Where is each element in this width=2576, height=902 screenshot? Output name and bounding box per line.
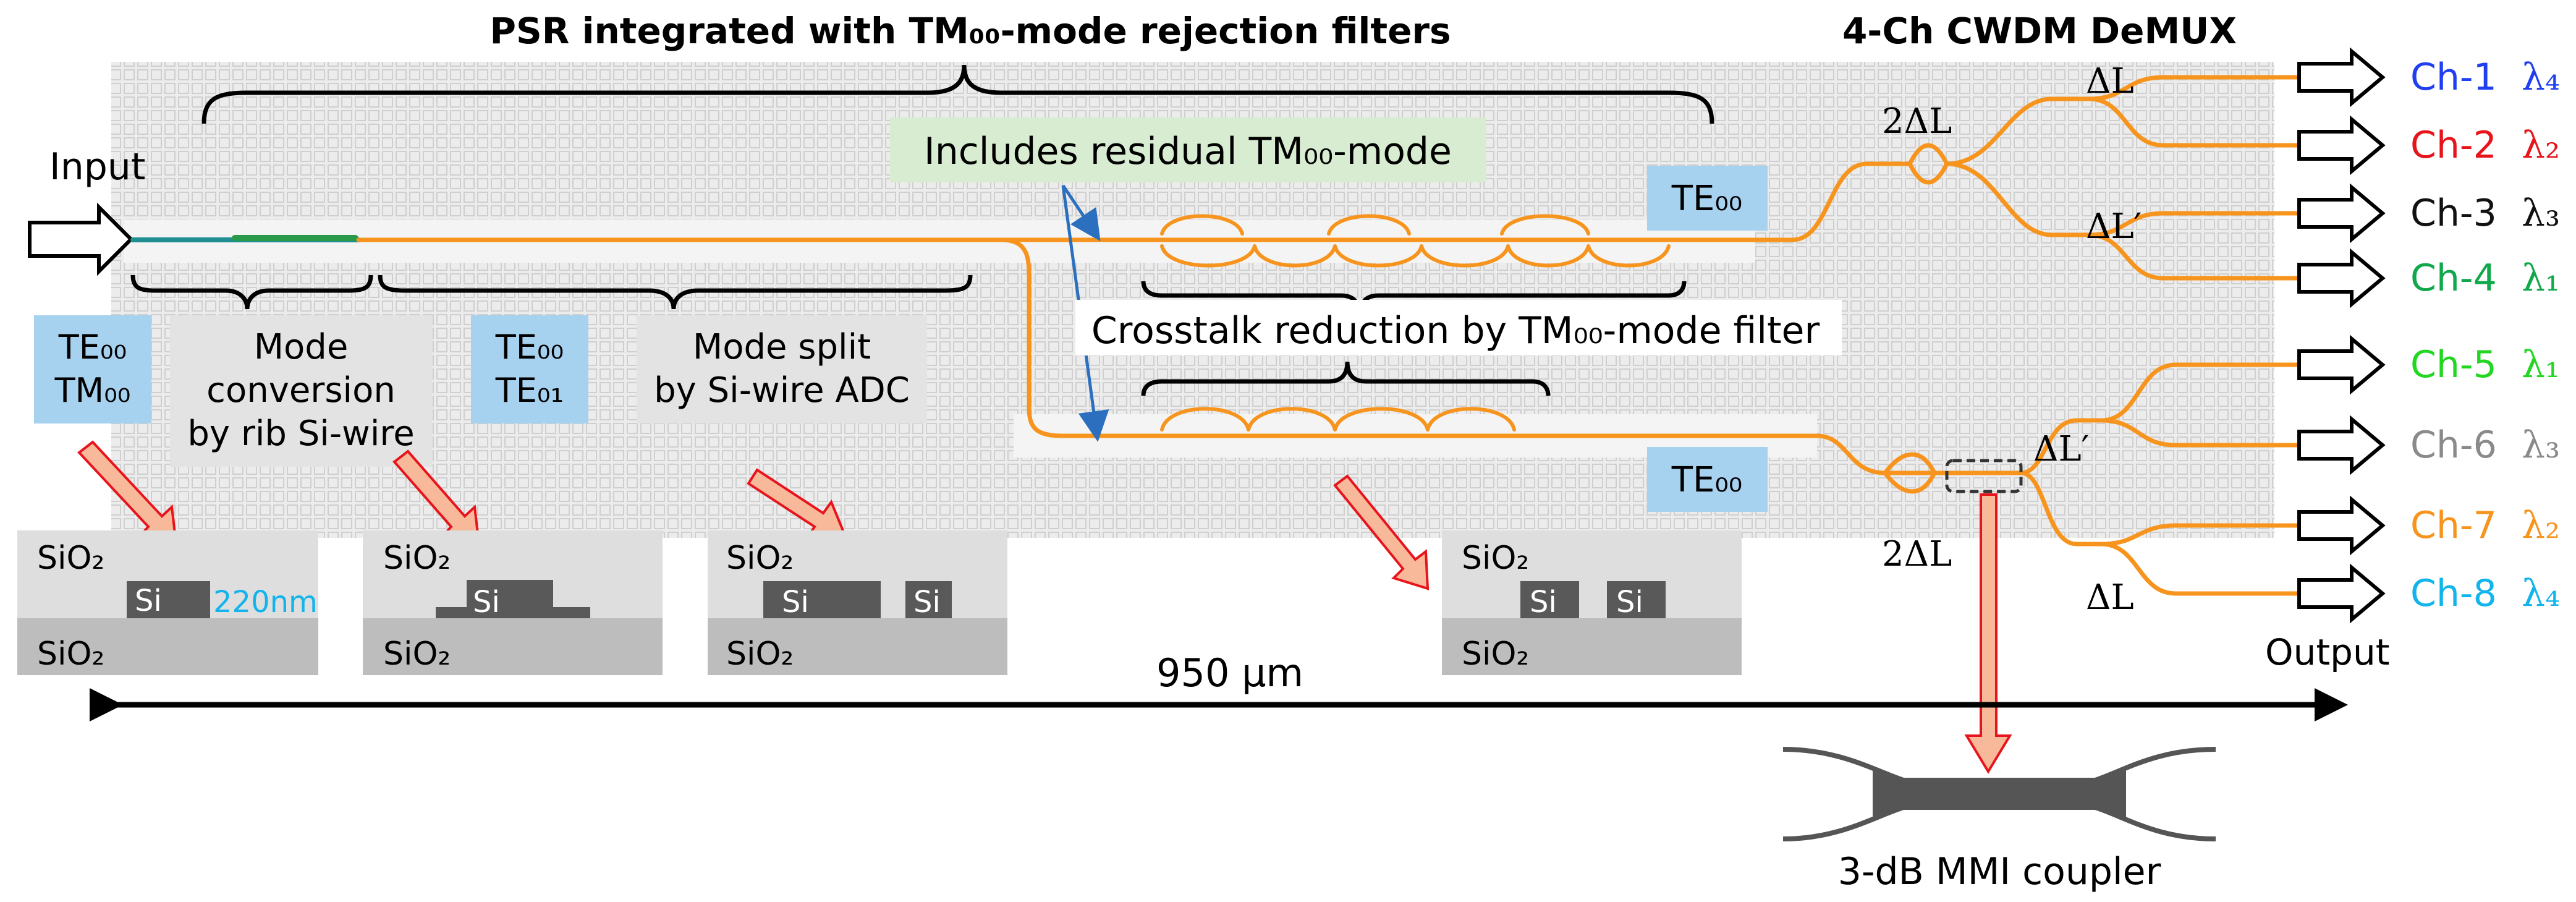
cs4-si-b: Si xyxy=(1616,585,1643,619)
mode-conversion-line1: Mode xyxy=(254,327,349,367)
mode-split-line2: by Si-wire ADC xyxy=(654,370,910,411)
output-arrow-4 xyxy=(2297,248,2386,308)
output-arrow-3 xyxy=(2297,183,2386,244)
channel-wavelength-1: λ₄ xyxy=(2522,56,2560,99)
psr-brace xyxy=(201,64,1714,124)
channel-label-6: Ch-6 xyxy=(2410,423,2497,467)
output-channels: Ch-1 λ₄ Ch-2 λ₂ Ch-3 λ₃ Ch-4 λ₁ Ch-5 λ₁ Ch-6 λ₃ Ch-7… xyxy=(2297,47,2560,624)
mode-conversion-brace xyxy=(130,274,373,310)
cs3-si-a: Si xyxy=(782,585,809,619)
output-arrow-8 xyxy=(2297,563,2386,624)
demux-heading: 4-Ch CWDM DeMUX xyxy=(1842,10,2237,52)
delay-bottom-dl: ΔL xyxy=(2086,577,2134,618)
callout-arrows xyxy=(77,440,2012,774)
callout-arrow-4 xyxy=(1333,474,1430,590)
mode-box-mid-line2: TE₀₁ xyxy=(495,371,564,410)
channel-label-2: Ch-2 xyxy=(2410,124,2497,167)
channel-label-8: Ch-8 xyxy=(2410,572,2497,615)
te-bottom-waveguide xyxy=(999,237,1820,438)
output-arrow-6 xyxy=(2297,415,2386,475)
cross-section-3: SiO₂ Si Si SiO₂ xyxy=(708,530,1007,675)
residual-box xyxy=(890,117,1486,182)
mode-box-input-line1: TE₀₀ xyxy=(58,328,127,367)
channel-wavelength-8: λ₄ xyxy=(2522,572,2560,615)
cs2-si: Si xyxy=(473,585,500,619)
length-label: 950 μm xyxy=(1156,650,1303,696)
input-label: Input xyxy=(49,145,145,189)
mode-conversion-line3: by rib Si-wire xyxy=(187,414,414,454)
psr-heading: PSR integrated with TM₀₀-mode rejection … xyxy=(489,10,1451,52)
mode-conversion-box xyxy=(170,315,433,467)
top-mode-filter-upper xyxy=(1160,214,1590,236)
cs1-thickness: 220nm xyxy=(213,585,318,619)
mode-box-mid xyxy=(471,315,588,423)
channel-label-3: Ch-3 xyxy=(2410,192,2497,235)
delay-top-2dl: 2ΔL xyxy=(1882,101,1952,142)
mmi-label: 3-dB MMI coupler xyxy=(1838,850,2161,893)
mode-box-input-line2: TM₀₀ xyxy=(54,371,131,410)
output-arrow-1 xyxy=(2297,47,2386,108)
delay-bottom-dlp: ΔL′ xyxy=(2033,429,2089,469)
mmi-coupler xyxy=(1782,747,2216,841)
delay-top-dlp: ΔL′ xyxy=(2086,206,2142,247)
cs3-sio2-bottom: SiO₂ xyxy=(726,636,794,673)
te-bottom-label: TE₀₀ xyxy=(1671,460,1743,500)
cross-section-4: SiO₂ Si Si SiO₂ xyxy=(1442,530,1742,675)
residual-label: Includes residual TM₀₀-mode xyxy=(924,130,1452,173)
cs4-si-a: Si xyxy=(1530,585,1557,619)
te-bottom-box xyxy=(1647,447,1768,512)
mmi-callout-arrow xyxy=(1964,493,2012,774)
channel-label-5: Ch-5 xyxy=(2410,343,2497,386)
input-arrow xyxy=(28,202,134,276)
channel-label-4: Ch-4 xyxy=(2410,257,2497,300)
te-top-box xyxy=(1647,166,1768,231)
cs4-sio2-top: SiO₂ xyxy=(1462,540,1529,577)
mode-split-line1: Mode split xyxy=(693,327,871,367)
cross-section-2: SiO₂ Si SiO₂ xyxy=(363,530,663,675)
output-arrow-2 xyxy=(2297,115,2386,176)
mmi-highlight xyxy=(1945,459,2023,493)
channel-wavelength-2: λ₂ xyxy=(2522,124,2560,167)
channel-wavelength-7: λ₂ xyxy=(2522,504,2560,547)
cs2-sio2-top: SiO₂ xyxy=(383,540,451,577)
delay-top-dl: ΔL xyxy=(2086,61,2134,101)
channel-label-1: Ch-1 xyxy=(2410,56,2497,99)
mode-box-mid-line1: TE₀₀ xyxy=(495,328,564,367)
bottom-filter-brace xyxy=(1141,361,1551,396)
mode-split-brace xyxy=(378,274,973,310)
output-arrow-7 xyxy=(2297,495,2386,556)
cs1-sio2-top: SiO₂ xyxy=(37,540,104,577)
mode-split-box xyxy=(637,315,927,423)
output-label: Output xyxy=(2265,631,2389,673)
cs3-si-b: Si xyxy=(913,585,941,619)
crosstalk-label: Crosstalk reduction by TM₀₀-mode filter xyxy=(1091,309,1820,352)
channel-wavelength-3: λ₃ xyxy=(2522,192,2560,235)
cross-section-1: SiO₂ Si 220nm SiO₂ xyxy=(17,530,318,675)
crosstalk-backdrop xyxy=(1075,300,1842,355)
channel-wavelength-5: λ₁ xyxy=(2522,343,2560,386)
cs1-si: Si xyxy=(135,584,162,618)
residual-pointer-top xyxy=(1061,184,1101,242)
cs3-sio2-top: SiO₂ xyxy=(726,540,794,577)
channel-label-7: Ch-7 xyxy=(2410,504,2497,547)
channel-wavelength-4: λ₁ xyxy=(2522,257,2560,300)
mode-box-input xyxy=(34,315,151,423)
cs4-sio2-bottom: SiO₂ xyxy=(1462,636,1529,673)
cs2-sio2-bottom: SiO₂ xyxy=(383,636,451,673)
channel-wavelength-6: λ₃ xyxy=(2522,423,2560,467)
bottom-mode-filter xyxy=(1160,407,1516,432)
te-top-label: TE₀₀ xyxy=(1671,179,1743,219)
cs1-sio2-bottom: SiO₂ xyxy=(37,636,104,673)
output-arrow-5 xyxy=(2297,334,2386,395)
top-mode-filter xyxy=(1160,244,1671,268)
delay-bottom-2dl: 2ΔL xyxy=(1882,534,1952,574)
mode-conversion-line2: conversion xyxy=(206,370,396,411)
